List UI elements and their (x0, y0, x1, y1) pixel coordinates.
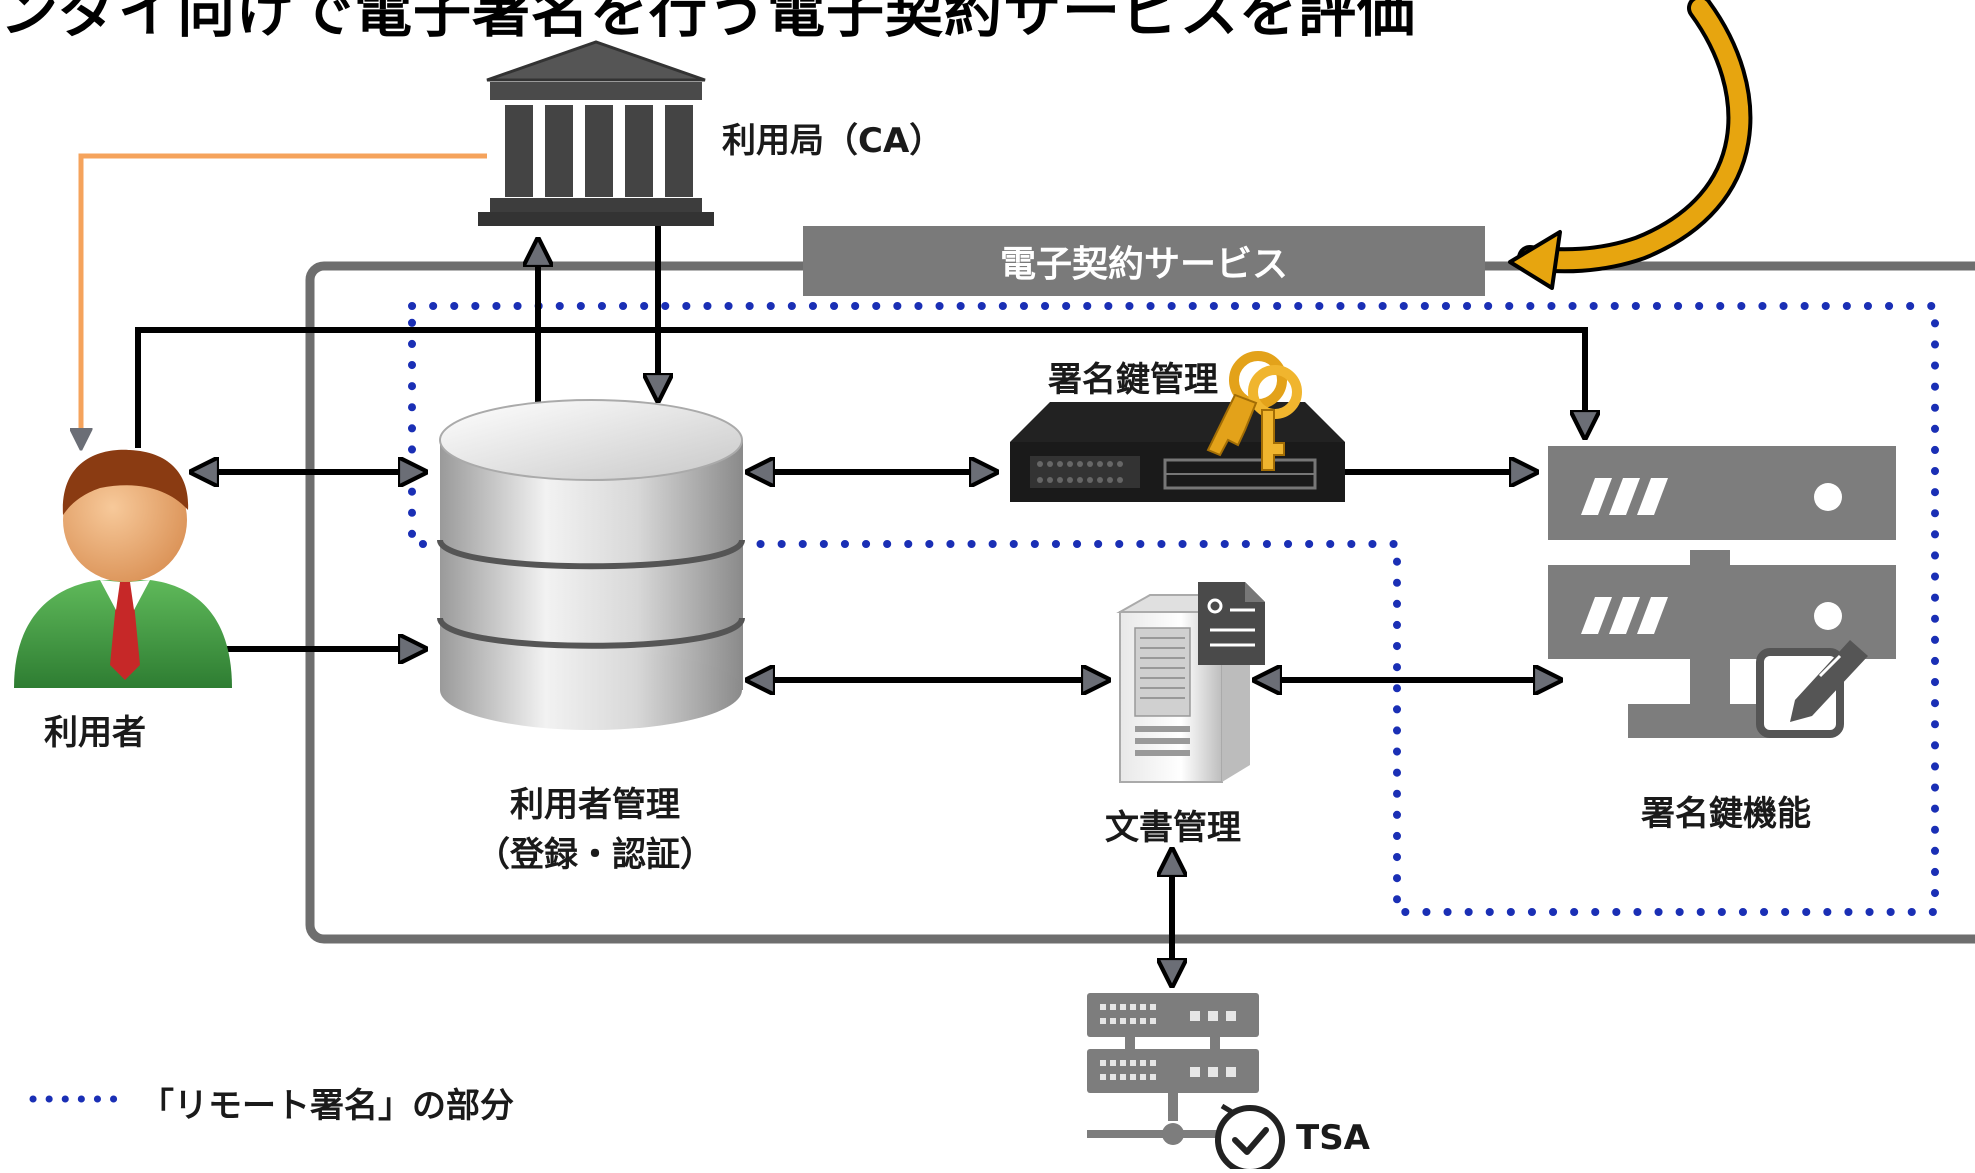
key-mgmt-label: 署名鍵管理 (1048, 360, 1218, 400)
clock-icon (1215, 1103, 1285, 1173)
user-mgmt-label-line2: （登録・認証） (476, 835, 714, 875)
user-mgmt-label: 利用者管理 （登録・認証） (470, 780, 720, 880)
page-title: ンダイ向けで電子署名を行う電子契約サービスを評価 (0, 0, 1417, 45)
rack-server-icon (1010, 402, 1345, 502)
user-label: 利用者 (44, 713, 146, 753)
callout-arrowhead (1508, 230, 1562, 290)
legend-text: 「リモート署名」の部分 (140, 1086, 514, 1126)
tsa-label: TSA (1296, 1118, 1370, 1158)
service-banner: 電子契約サービス (803, 226, 1485, 296)
database-icon (437, 399, 745, 730)
tsa-server-icon (1087, 993, 1259, 1145)
ca-label: 利用局（CA） (722, 121, 944, 161)
user-to-signkey-line (135, 327, 1585, 448)
sign-key-func-label: 署名鍵機能 (1641, 794, 1811, 834)
user-avatar-icon (14, 449, 232, 688)
user-mgmt-label-line1: 利用者管理 (510, 785, 680, 825)
keys-icon (1206, 351, 1302, 471)
bank-icon (478, 40, 714, 226)
callout-arrow (1517, 0, 1753, 274)
ca-to-user-link (81, 153, 487, 448)
pen-sign-icon (1756, 640, 1868, 738)
certificate-icon (1198, 582, 1265, 665)
remote-sign-region (408, 302, 1939, 916)
doc-mgmt-label: 文書管理 (1105, 808, 1241, 848)
